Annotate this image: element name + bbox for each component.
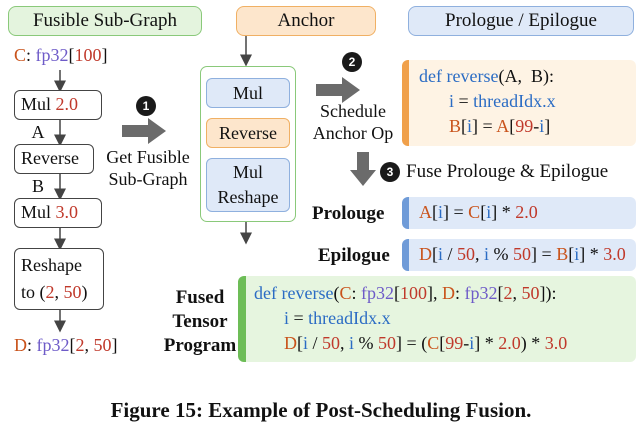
step3-arrow: [350, 152, 376, 186]
graph-input-shape: 100: [74, 45, 102, 65]
graph-input-type: fp32: [35, 45, 69, 65]
epilogue-label: Epilogue: [318, 245, 390, 266]
anchor-item-mul: Mul: [206, 78, 290, 108]
step1-arrow: [122, 118, 166, 144]
edge-label-b: B: [31, 176, 44, 196]
anchor-item-reverse: Reverse: [206, 118, 290, 148]
anchor-code-line2: i = threadIdx.x: [449, 91, 556, 111]
step2-badge: 2: [342, 52, 362, 72]
step3-badge: 3: [380, 162, 400, 182]
fused-code-line3: D[i / 50, i % 50] = (C[99-i] * 2.0) * 3.…: [284, 333, 568, 353]
epilogue-code: D[i / 50, i % 50] = B[i] * 3.0: [419, 244, 626, 264]
graph-input-var: C: [14, 45, 27, 65]
step1-label: Get Fusible Sub-Graph: [106, 147, 190, 189]
node-reverse: Reverse: [14, 144, 94, 174]
figure-caption: Figure 15: Example of Post-Scheduling Fu…: [110, 398, 532, 422]
step1-badge: 1: [136, 96, 156, 116]
node-mul-3: Mul 3.0: [14, 198, 102, 228]
step2-arrow: [316, 77, 360, 103]
anchor-item-mul-reshape: Mul Reshape: [206, 158, 290, 212]
graph-output-type: fp32: [36, 335, 70, 355]
step3-label: Fuse Prolouge & Epilogue: [406, 161, 609, 182]
node-reshape-op: Reshape: [21, 255, 82, 275]
anchor-code-box: def reverse(A, B): i = threadIdx.x B[i] …: [402, 60, 636, 146]
node-mul-3-arg: 3.0: [55, 202, 79, 222]
header-prologue-epilogue: Prologue / Epilogue: [408, 6, 634, 36]
node-reshape-arg: to (2, 50): [21, 282, 88, 302]
anchor-code-line1: def reverse(A, B):: [419, 66, 554, 86]
fused-code-line2: i = threadIdx.x: [284, 308, 391, 328]
node-reshape: Reshape to (2, 50): [14, 248, 104, 310]
epilogue-code-box: D[i / 50, i % 50] = B[i] * 3.0: [402, 239, 636, 271]
header-anchor: Anchor: [236, 6, 376, 36]
header-fusible-subgraph: Fusible Sub-Graph: [8, 6, 202, 36]
fused-code-box: def reverse(C: fp32[100], D: fp32[2, 50]…: [238, 276, 636, 362]
graph-input: C: fp32[100]: [14, 45, 108, 65]
node-mul-3-op: Mul: [21, 202, 52, 222]
prolouge-label: Prolouge: [312, 203, 385, 224]
fused-code-line1: def reverse(C: fp32[100], D: fp32[2, 50]…: [254, 283, 557, 303]
fused-label: Fused Tensor Program: [163, 287, 237, 356]
anchor-code-line3: B[i] = A[99-i]: [449, 116, 551, 136]
step2-label: Schedule Anchor Op: [312, 101, 394, 143]
node-mul-2: Mul 2.0: [14, 90, 102, 120]
node-mul-2-arg: 2.0: [55, 94, 79, 114]
prolouge-code: A[i] = C[i] * 2.0: [419, 202, 538, 222]
graph-output-var: D: [14, 335, 27, 355]
prolouge-code-box: A[i] = C[i] * 2.0: [402, 197, 636, 229]
edge-label-a: A: [31, 122, 45, 142]
node-mul-2-op: Mul: [21, 94, 52, 114]
node-reverse-op: Reverse: [21, 148, 79, 168]
graph-output: D: fp32[2, 50]: [14, 335, 118, 355]
